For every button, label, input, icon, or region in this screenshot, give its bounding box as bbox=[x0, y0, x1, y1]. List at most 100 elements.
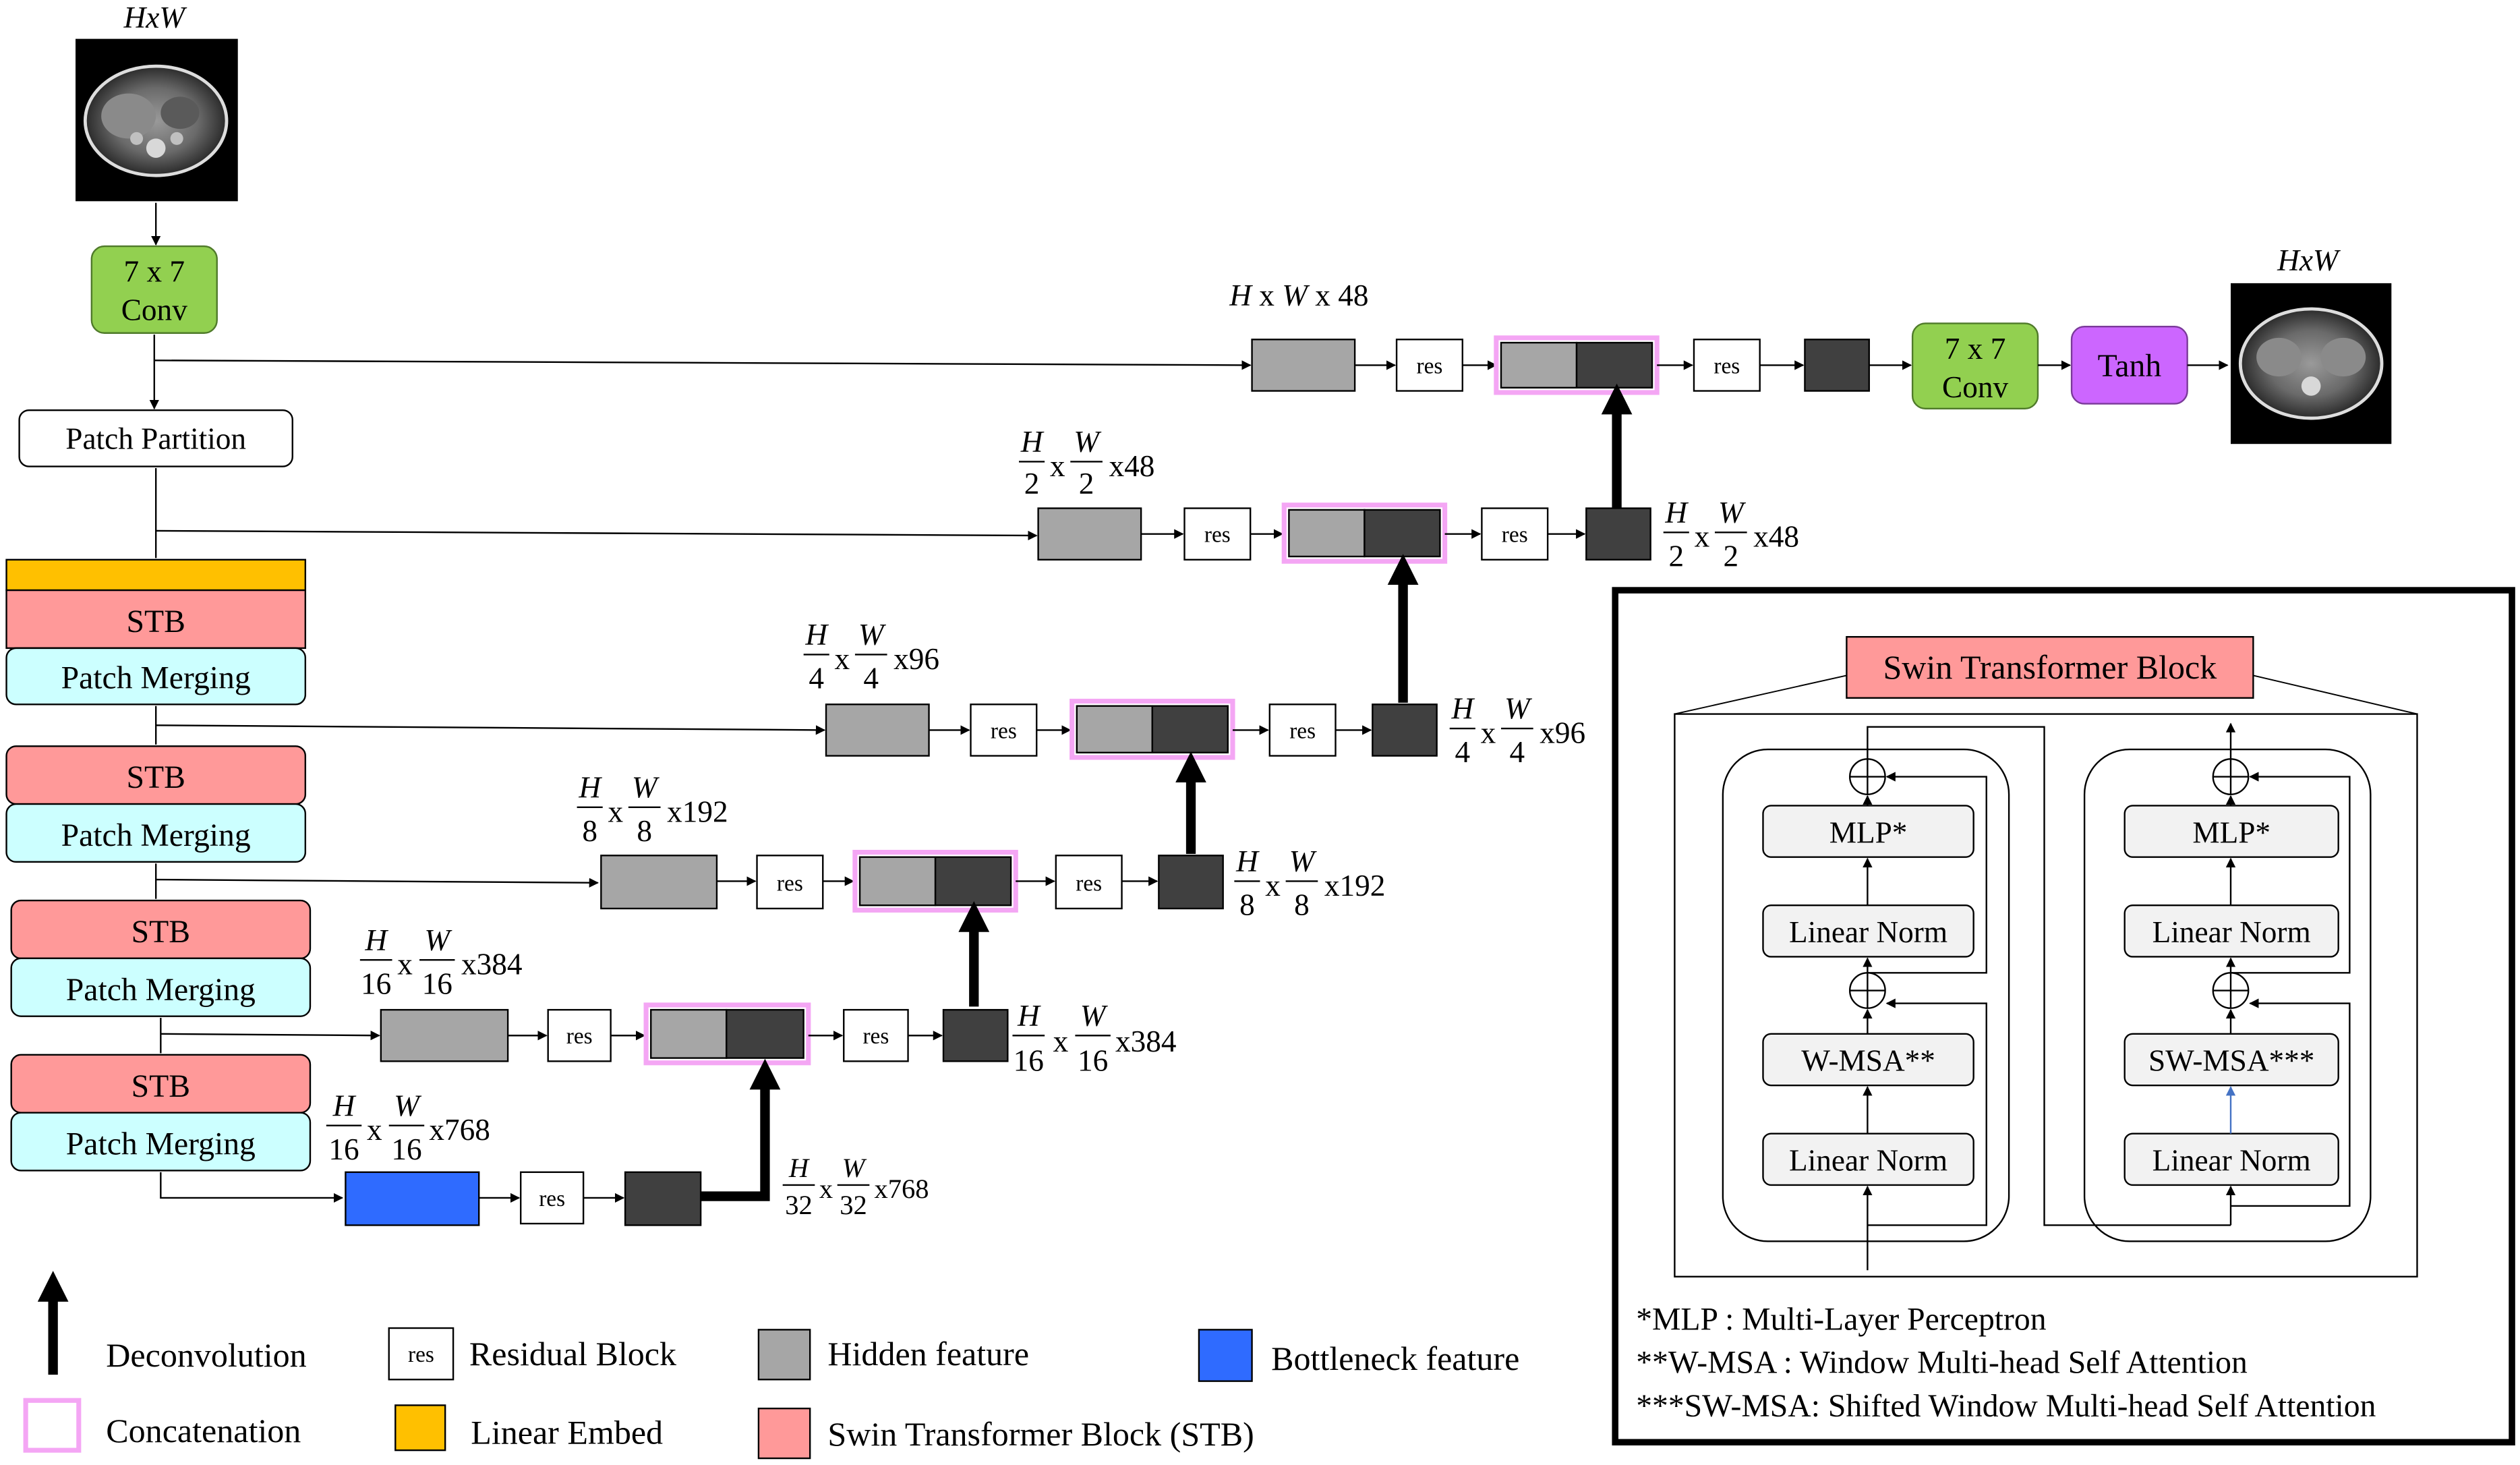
svg-text:8: 8 bbox=[1239, 888, 1255, 922]
svg-text:2: 2 bbox=[1024, 467, 1040, 500]
mri-input-image bbox=[76, 38, 238, 202]
encoder-stage-1: STB Patch Merging bbox=[5, 558, 307, 706]
svg-text:x: x bbox=[1265, 869, 1281, 902]
residual-block: res bbox=[1395, 339, 1463, 392]
stb-label: STB bbox=[131, 1069, 190, 1104]
encoder-stage-2: STB Patch Merging bbox=[5, 745, 307, 863]
svg-text:Tanh: Tanh bbox=[2098, 349, 2162, 384]
hidden-dims-label-2: H 4 x W 4 x96 bbox=[803, 618, 939, 695]
residual-block: res bbox=[1183, 507, 1252, 561]
out-dims-label-3: H 8 x W 8 x192 bbox=[1234, 844, 1385, 922]
svg-text:Conv: Conv bbox=[1942, 370, 2008, 404]
footnote-mlp: *MLP : Multi-Layer Perceptron bbox=[1636, 1302, 2047, 1337]
svg-text:16: 16 bbox=[1014, 1044, 1044, 1078]
svg-text:x192: x192 bbox=[667, 795, 728, 828]
legend-residual-label: Residual Block bbox=[469, 1335, 677, 1373]
svg-text:4: 4 bbox=[809, 661, 824, 695]
bottleneck-dims-label: H 16 x W 16 x768 bbox=[326, 1089, 490, 1166]
svg-text:res: res bbox=[991, 718, 1017, 743]
svg-text:x768: x768 bbox=[429, 1113, 490, 1147]
svg-text:4: 4 bbox=[1455, 735, 1470, 769]
svg-text:x384: x384 bbox=[1115, 1025, 1177, 1058]
svg-text:W: W bbox=[858, 618, 887, 652]
legend-concat-swatch bbox=[23, 1398, 82, 1453]
footnote-swmsa: ***SW-MSA: Shifted Window Multi-head Sel… bbox=[1636, 1389, 2376, 1424]
legend-concatenation-label: Concatenation bbox=[106, 1412, 301, 1449]
svg-text:W: W bbox=[424, 923, 452, 957]
svg-text:H: H bbox=[1235, 844, 1260, 878]
svg-text:res: res bbox=[1502, 523, 1528, 548]
encoder-stage-4: STB Patch Merging bbox=[10, 1054, 312, 1172]
right-msa: SW-MSA*** bbox=[2148, 1044, 2315, 1078]
svg-text:x: x bbox=[367, 1113, 382, 1147]
svg-text:H: H bbox=[332, 1089, 357, 1122]
svg-text:x: x bbox=[1050, 449, 1065, 483]
residual-block: res bbox=[1693, 339, 1761, 392]
legend-stb-label: Swin Transformer Block (STB) bbox=[827, 1415, 1254, 1453]
svg-text:W: W bbox=[842, 1153, 867, 1183]
patch-merging-label: Patch Merging bbox=[66, 1127, 256, 1162]
stb-label: STB bbox=[126, 760, 185, 795]
bottleneck-out-dims-label: H 32 x W 32 x768 bbox=[782, 1153, 929, 1220]
svg-text:x: x bbox=[819, 1174, 833, 1204]
bottleneck-feature bbox=[345, 1171, 480, 1226]
dark-feature bbox=[1158, 855, 1224, 910]
legend-bottleneck-swatch bbox=[1198, 1329, 1253, 1382]
svg-text:x: x bbox=[835, 642, 850, 676]
tanh-block: Tanh bbox=[2070, 326, 2188, 405]
hidden-feature bbox=[600, 855, 718, 910]
legend: Deconvolution Concatenation res Residual… bbox=[23, 1271, 1519, 1460]
svg-text:H: H bbox=[804, 618, 829, 652]
svg-text:res: res bbox=[566, 1024, 593, 1049]
encoder-conv-7x7: 7 x 7 Conv bbox=[90, 245, 218, 334]
dark-feature bbox=[624, 1171, 702, 1226]
right-norm2: Linear Norm bbox=[2152, 915, 2311, 949]
svg-text:H: H bbox=[1451, 692, 1475, 726]
svg-text:H: H bbox=[788, 1153, 811, 1183]
svg-text:W: W bbox=[1080, 999, 1109, 1033]
right-norm1: Linear Norm bbox=[2152, 1143, 2311, 1177]
residual-block: res bbox=[519, 1171, 585, 1225]
svg-text:x: x bbox=[1053, 1025, 1069, 1058]
dark-feature bbox=[1804, 339, 1870, 392]
svg-text:res: res bbox=[1204, 523, 1231, 548]
svg-text:2: 2 bbox=[1723, 539, 1738, 573]
svg-text:res: res bbox=[862, 1024, 889, 1049]
svg-text:W: W bbox=[394, 1089, 422, 1122]
left-mlp: MLP* bbox=[1829, 815, 1908, 849]
svg-text:x48: x48 bbox=[1109, 449, 1154, 483]
hidden-feature bbox=[825, 703, 930, 757]
legend-hidden-swatch bbox=[757, 1329, 811, 1381]
svg-text:32: 32 bbox=[785, 1190, 813, 1220]
svg-text:W: W bbox=[1504, 692, 1533, 726]
stb-label: STB bbox=[126, 604, 185, 639]
svg-text:7 x 7: 7 x 7 bbox=[1945, 332, 2006, 366]
svg-text:16: 16 bbox=[1078, 1044, 1108, 1078]
svg-text:W: W bbox=[1718, 496, 1747, 529]
encoder-conv-line2: Conv bbox=[121, 293, 187, 327]
out-dims-label-4: H 16 x W 16 x384 bbox=[1012, 999, 1177, 1078]
patch-partition-label: Patch Partition bbox=[65, 422, 246, 455]
hidden-feature bbox=[1037, 507, 1142, 561]
legend-hidden-label: Hidden feature bbox=[827, 1335, 1029, 1373]
svg-text:res: res bbox=[777, 871, 803, 896]
encoder-stage-3: STB Patch Merging bbox=[10, 899, 312, 1017]
patch-merging-label: Patch Merging bbox=[66, 973, 256, 1008]
hidden-dims-label-0: H x W x 48 bbox=[1229, 279, 1368, 312]
svg-text:32: 32 bbox=[840, 1190, 867, 1220]
dark-feature bbox=[1585, 507, 1651, 561]
left-norm1: Linear Norm bbox=[1789, 1143, 1947, 1177]
svg-text:x768: x768 bbox=[875, 1174, 929, 1204]
svg-text:x: x bbox=[1695, 520, 1710, 554]
mri-output-image bbox=[2231, 283, 2392, 444]
out-dims-label-1: H 2 x W 2 x48 bbox=[1663, 496, 1799, 573]
svg-text:W: W bbox=[1074, 425, 1102, 459]
svg-text:4: 4 bbox=[1510, 735, 1525, 769]
svg-text:x96: x96 bbox=[893, 642, 939, 676]
right-mlp: MLP* bbox=[2192, 815, 2270, 849]
svg-text:res: res bbox=[1289, 718, 1316, 743]
svg-text:H: H bbox=[1020, 425, 1045, 459]
residual-block: res bbox=[756, 855, 824, 910]
svg-text:4: 4 bbox=[863, 661, 879, 695]
svg-text:x96: x96 bbox=[1540, 716, 1585, 749]
